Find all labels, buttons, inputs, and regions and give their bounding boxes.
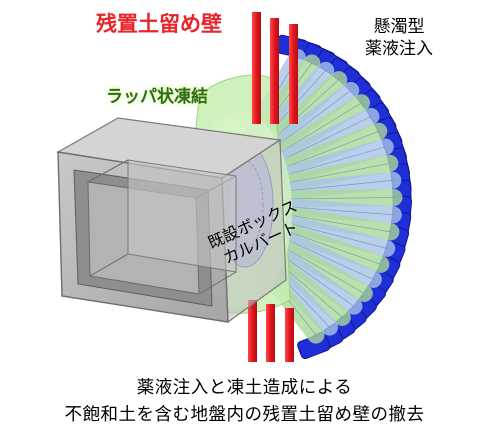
retained-wall-rod-lower <box>285 308 294 362</box>
injection-column-edge <box>274 146 386 179</box>
retained-wall-rod-upper <box>252 12 261 124</box>
injection-column-edge <box>275 162 390 186</box>
injection-column-edge <box>275 212 391 233</box>
suspension-injection-label-line2: 薬液注入 <box>365 39 433 59</box>
retained-wall-rod-upper <box>270 18 279 124</box>
diagram-illustration <box>56 12 412 362</box>
suspension-injection-label-line1: 懸濁型 <box>373 17 425 37</box>
retained-wall-label: 残置土留め壁 <box>96 12 222 36</box>
injection-column-edge <box>276 197 394 200</box>
retained-wall-rods <box>248 12 298 362</box>
box-culvert <box>56 117 287 324</box>
caption-line-1: 薬液注入と凍土造成による <box>136 378 353 398</box>
injection-column-edge <box>276 179 393 193</box>
suspension-injection-label: 懸濁型 薬液注入 <box>365 16 433 60</box>
caption-line-2: 不飽和土を含む地盤内の残置土留め壁の撤去 <box>64 405 425 425</box>
retained-wall-rod-lower <box>248 300 257 362</box>
injection-column-edge <box>276 205 394 216</box>
retained-wall-rod-lower <box>266 304 275 362</box>
retained-wall-rod-upper <box>289 24 298 124</box>
wrap-freezing-label: ラッパ状凍結 <box>106 87 208 107</box>
